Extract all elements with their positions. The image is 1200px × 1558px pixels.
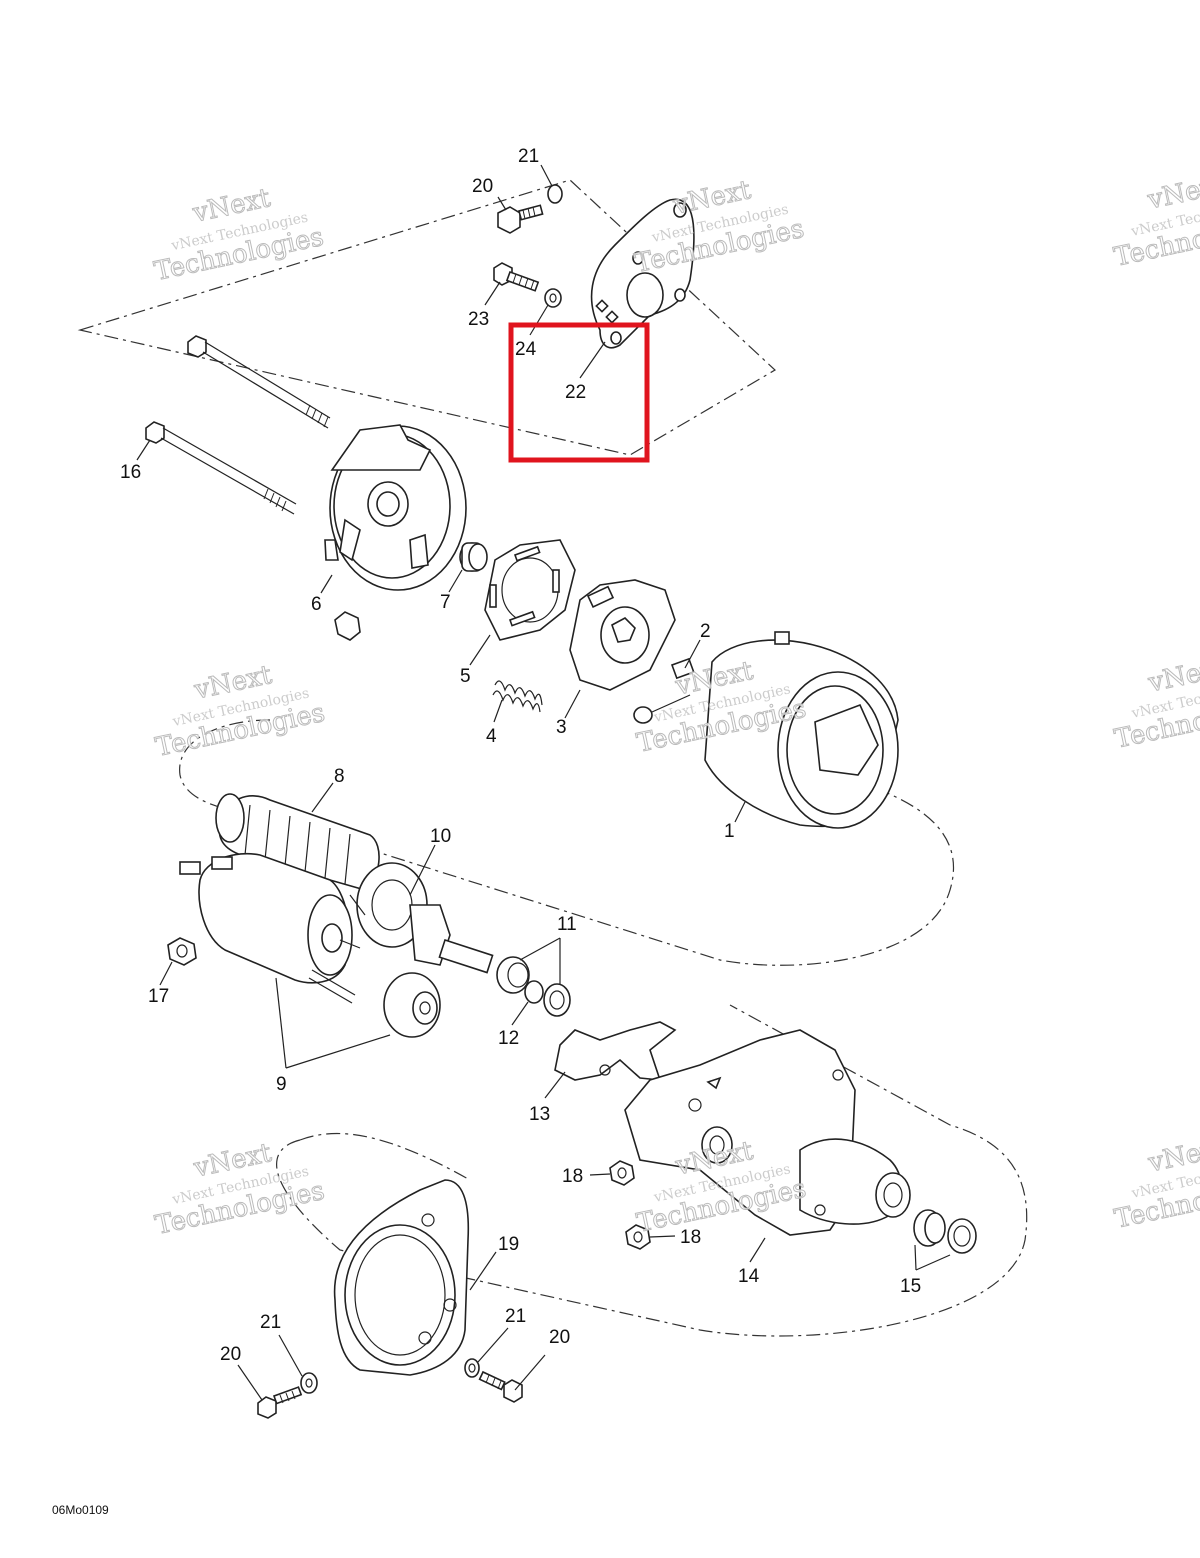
callout-labels: 21 20 23 24 22 16 6 7 5 4 3 2 1 8 10 11 … xyxy=(120,146,921,1365)
callout-21-bottom-right: 21 xyxy=(505,1306,526,1327)
end-cover-6 xyxy=(324,424,467,591)
callout-22: 22 xyxy=(565,382,586,403)
callout-2: 2 xyxy=(700,621,711,642)
callout-5: 5 xyxy=(460,666,471,687)
callout-24: 24 xyxy=(515,339,537,360)
callout-12: 12 xyxy=(498,1028,519,1049)
through-bolt-lower xyxy=(145,421,297,515)
callout-20-bottom-left: 20 xyxy=(220,1344,241,1365)
brush-2 xyxy=(670,657,695,680)
callout-18-upper: 18 xyxy=(562,1166,583,1187)
bolt-20-bottom-right xyxy=(478,1370,523,1403)
seal-15 xyxy=(947,1218,977,1254)
brush-holder-3 xyxy=(569,579,676,691)
washer-11 xyxy=(543,983,571,1017)
plunger-9 xyxy=(383,972,441,1038)
callout-11: 11 xyxy=(557,914,577,935)
callout-14: 14 xyxy=(738,1266,760,1287)
bushing-7 xyxy=(459,542,488,572)
bushing-15 xyxy=(913,1209,946,1247)
bolt-23 xyxy=(493,262,540,292)
group-outline-front-upper xyxy=(299,1132,471,1181)
washer-21-bottom-right xyxy=(464,1358,480,1378)
callout-21-bottom-left: 21 xyxy=(260,1312,281,1333)
callout-16: 16 xyxy=(120,462,141,483)
svg-text:vNext: vNext xyxy=(1144,170,1200,216)
watermark-top-right: vNext vNext Technologies Technologies xyxy=(1111,169,1200,273)
drive-housing-14 xyxy=(624,1029,911,1236)
callout-4: 4 xyxy=(486,726,497,747)
nut-18-upper xyxy=(609,1160,635,1186)
nut-18-lower xyxy=(625,1224,651,1250)
svg-text:vNext: vNext xyxy=(1145,653,1200,699)
spring-4 xyxy=(492,680,543,713)
callout-21-top: 21 xyxy=(518,146,539,167)
bolt-20-bottom-left xyxy=(257,1386,303,1419)
group-outline-rear-cover xyxy=(77,179,777,456)
callout-17: 17 xyxy=(148,986,169,1007)
callout-6: 6 xyxy=(311,594,322,615)
bearing-11 xyxy=(496,956,530,994)
group-outline-front xyxy=(276,1004,1028,1337)
screw-2 xyxy=(651,694,691,713)
drawing-code: 06Mo0109 xyxy=(52,1503,109,1517)
watermark-bottom-left: vNext vNext Technologies Technologies xyxy=(152,1137,328,1241)
callout-9: 9 xyxy=(276,1074,287,1095)
callout-18-lower: 18 xyxy=(680,1227,701,1248)
leader-lines xyxy=(136,164,951,1401)
ring-12 xyxy=(524,980,544,1004)
washer-24 xyxy=(544,288,562,308)
nut-17 xyxy=(167,937,197,966)
washer-21-bottom-left xyxy=(300,1372,318,1394)
washer-2 xyxy=(633,706,653,724)
callout-15: 15 xyxy=(900,1276,921,1297)
watermark-mid-right: vNext vNext Technologies Technologies xyxy=(1111,652,1200,755)
callout-7: 7 xyxy=(440,592,451,613)
bolt-20-top xyxy=(497,204,544,234)
callout-13: 13 xyxy=(529,1104,550,1125)
callout-10: 10 xyxy=(430,826,451,847)
callout-8: 8 xyxy=(334,766,345,787)
washer-21-top xyxy=(547,184,563,204)
svg-text:vNext: vNext xyxy=(1145,1133,1200,1179)
shift-lever-13 xyxy=(554,1021,677,1081)
callout-20-top: 20 xyxy=(472,176,493,197)
clutch-pinion-10 xyxy=(349,862,494,974)
watermark-bottom-right: vNext vNext Technologies Technologies xyxy=(1111,1132,1200,1235)
callout-19: 19 xyxy=(498,1234,519,1255)
watermark-mid-left: vNext vNext Technologies Technologies xyxy=(153,659,329,763)
brush-plate-5 xyxy=(484,539,576,641)
solenoid-9 xyxy=(179,853,361,984)
through-bolt-upper xyxy=(187,335,331,429)
mounting-plate-19 xyxy=(333,1179,470,1376)
yoke-housing-1 xyxy=(704,631,899,829)
highlight-box-part-22 xyxy=(508,322,650,463)
callout-1: 1 xyxy=(724,821,735,842)
bolt-solenoid xyxy=(308,969,356,1004)
watermark-top-left: vNext vNext Technologies Technologies xyxy=(151,183,327,288)
nut-small-6 xyxy=(334,611,361,641)
group-outline-armature xyxy=(179,719,955,966)
callout-23: 23 xyxy=(468,309,489,330)
rear-plate-22 xyxy=(590,198,695,349)
armature-8 xyxy=(215,793,380,891)
callout-20-bottom-right: 20 xyxy=(549,1327,570,1348)
callout-3: 3 xyxy=(556,717,567,738)
